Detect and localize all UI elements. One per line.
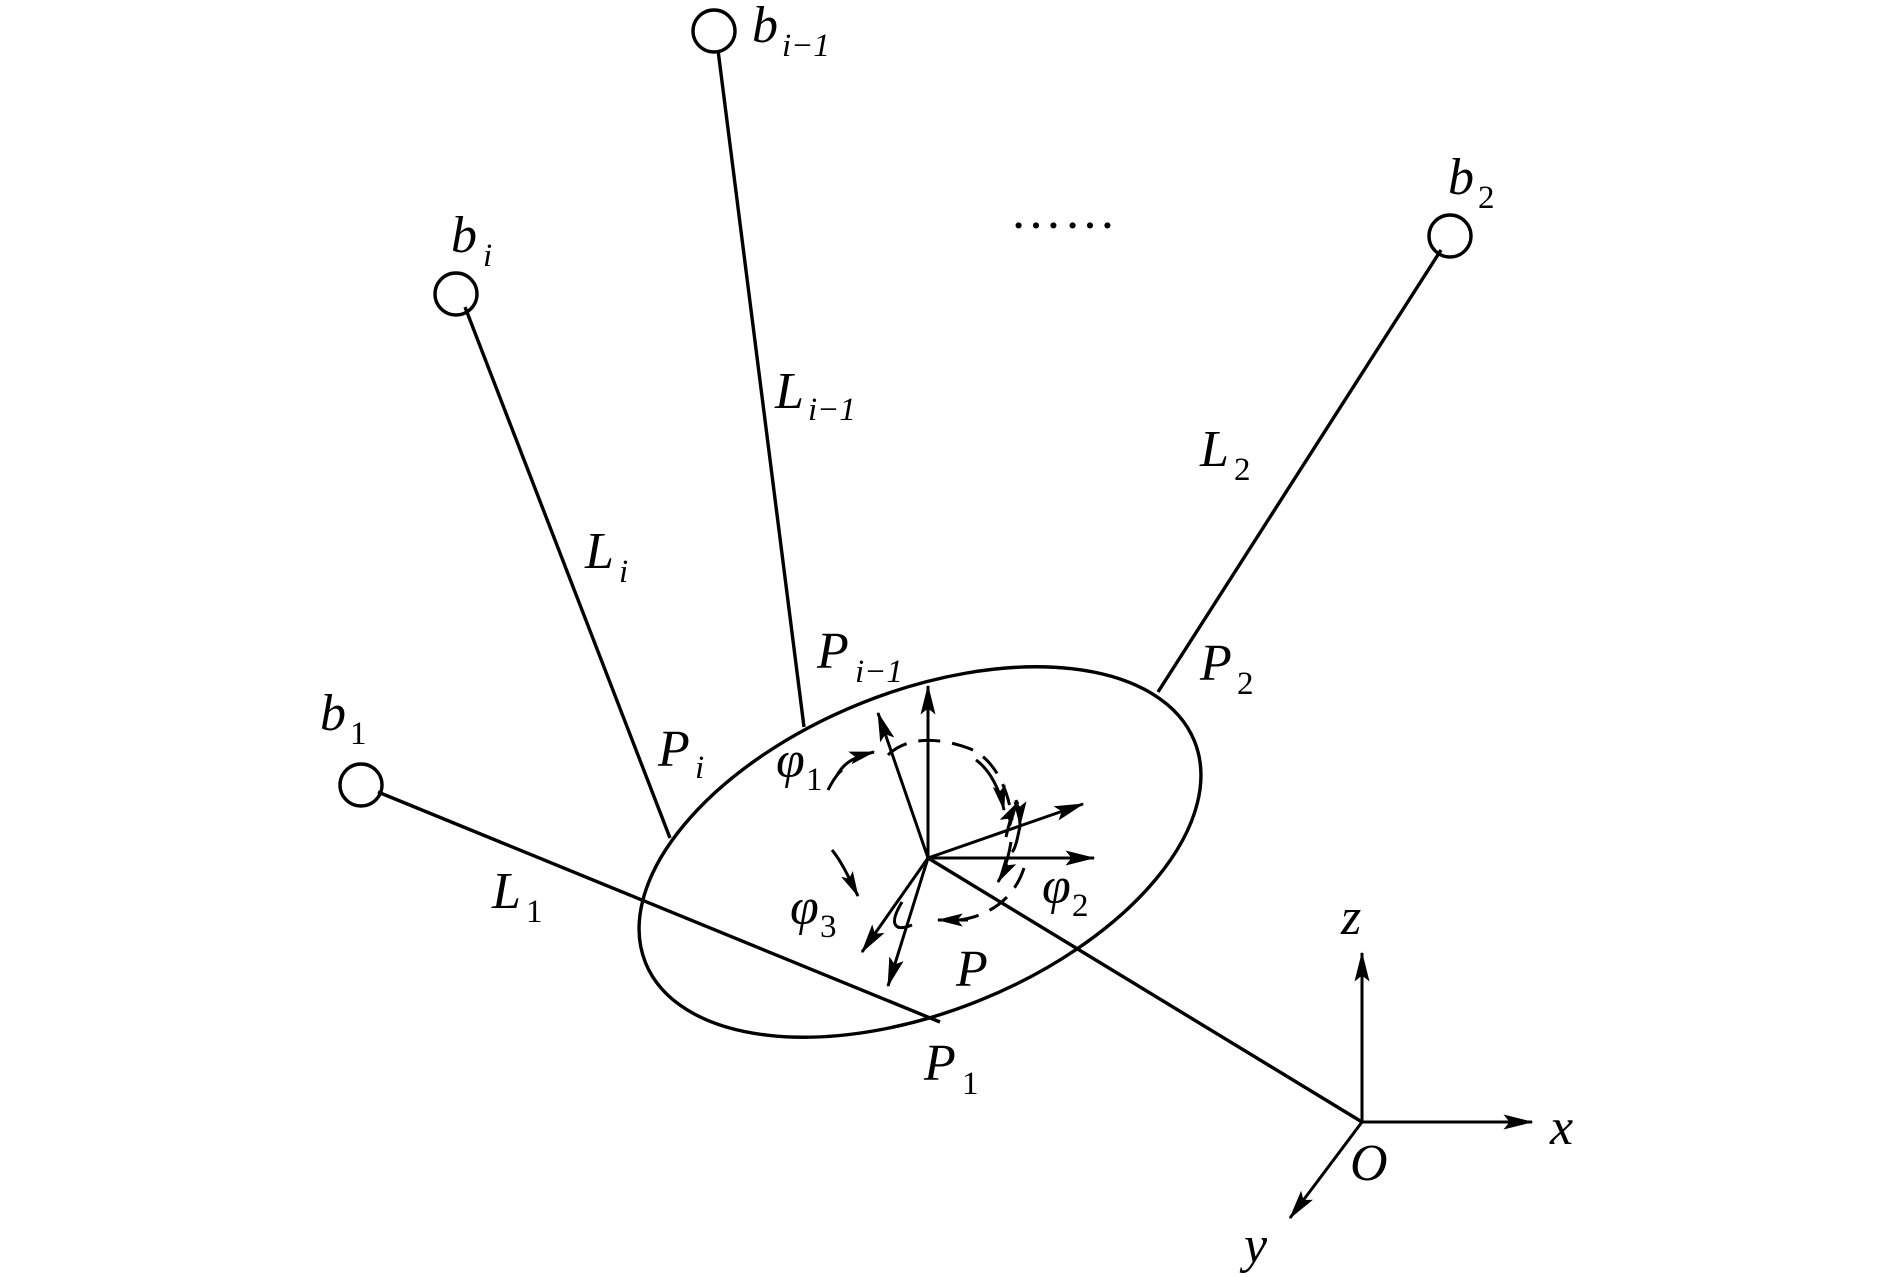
ellipsis-more-cables: ……: [1010, 183, 1118, 240]
label-P-i-minus-1: P i−1: [816, 623, 903, 690]
center-to-origin-line: [927, 856, 1363, 1124]
svg-text:2: 2: [1234, 452, 1251, 488]
svg-text:φ: φ: [776, 732, 805, 789]
label-L-2: L 2: [1199, 421, 1251, 488]
label-b-1: b 1: [320, 685, 367, 752]
rotation-arcs: [826, 738, 1027, 930]
label-b-i: b i: [451, 207, 492, 274]
label-phi-3: φ 3: [790, 879, 837, 945]
svg-text:2: 2: [1072, 888, 1089, 924]
svg-text:i: i: [483, 238, 492, 274]
svg-text:L: L: [584, 523, 614, 580]
cable-L2: [1156, 249, 1443, 693]
svg-text:P: P: [923, 1035, 956, 1092]
cable-L1: [377, 790, 941, 1024]
svg-text:b: b: [1448, 149, 1474, 206]
svg-text:L: L: [774, 363, 804, 420]
svg-text:i−1: i−1: [808, 392, 856, 428]
label-L-i: L i: [584, 523, 628, 590]
anchor-bi: [433, 271, 479, 317]
anchor-b2: [1427, 213, 1473, 259]
axis-label-x: x: [1549, 1099, 1573, 1156]
axis-label-origin: O: [1350, 1135, 1388, 1192]
svg-text:1: 1: [350, 716, 367, 752]
svg-text:b: b: [752, 0, 778, 54]
axis-label-y: y: [1239, 1217, 1268, 1274]
svg-text:P: P: [1199, 635, 1232, 692]
label-L-1: L 1: [491, 863, 543, 930]
svg-text:1: 1: [526, 894, 543, 930]
label-P-1: P 1: [923, 1035, 979, 1102]
cable-Li: [463, 306, 672, 839]
moving-platform-ellipse: [637, 665, 1203, 1039]
svg-text:P: P: [816, 623, 849, 680]
label-phi-2: φ 2: [1042, 858, 1089, 924]
svg-text:i−1: i−1: [782, 28, 830, 64]
svg-text:i: i: [619, 554, 628, 590]
svg-text:L: L: [491, 863, 521, 920]
svg-text:φ: φ: [1042, 858, 1071, 915]
anchor-b1: [338, 762, 384, 808]
anchor-bi-1: [691, 8, 737, 54]
svg-text:2: 2: [1478, 180, 1495, 216]
label-P-center: P: [955, 941, 988, 998]
label-P-i: P i: [657, 721, 704, 786]
label-b-2: b 2: [1448, 149, 1495, 216]
svg-text:3: 3: [820, 909, 837, 945]
global-axes: [1288, 951, 1534, 1220]
svg-text:P: P: [657, 721, 690, 778]
label-b-i-minus-1: b i−1: [752, 0, 830, 64]
svg-text:b: b: [451, 207, 477, 264]
label-phi-1: φ 1: [776, 732, 823, 798]
svg-text:2: 2: [1237, 666, 1254, 702]
svg-text:1: 1: [962, 1066, 979, 1102]
label-P-2: P 2: [1199, 635, 1254, 702]
label-L-i-minus-1: L i−1: [774, 363, 856, 428]
svg-text:φ: φ: [790, 879, 819, 936]
svg-text:i−1: i−1: [855, 654, 903, 690]
svg-text:1: 1: [806, 762, 823, 798]
cable-Li-1: [716, 49, 806, 728]
svg-text:b: b: [320, 685, 346, 742]
axis-label-z: z: [1340, 889, 1361, 946]
svg-text:L: L: [1199, 421, 1229, 478]
svg-text:i: i: [695, 750, 704, 786]
